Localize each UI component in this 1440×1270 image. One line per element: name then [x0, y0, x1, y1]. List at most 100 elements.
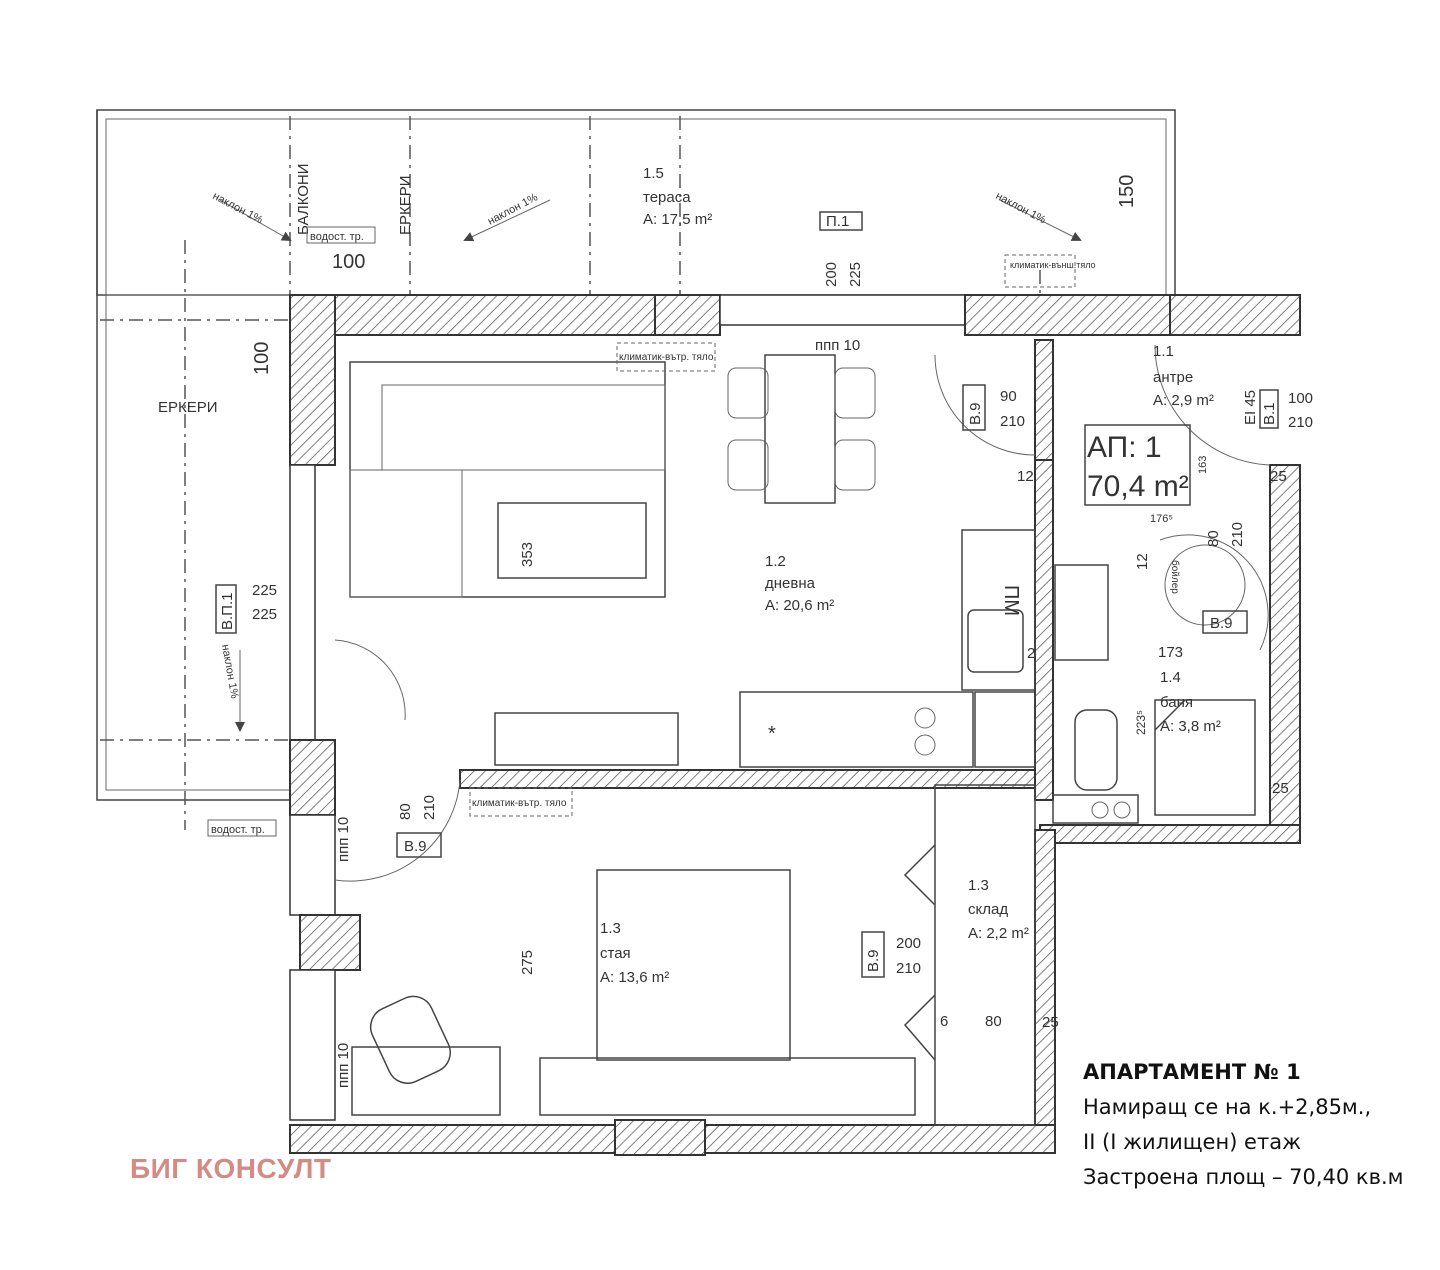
- window-bedroom-2: [289, 969, 336, 1121]
- stove: [974, 691, 1036, 768]
- room-name: дневна: [765, 575, 816, 592]
- slope-label: наклон 1%: [211, 190, 265, 226]
- boiler: [1164, 544, 1246, 626]
- room-labels: 1.5 тераса A: 17,5 m² 1.2 дневна A: 20,6…: [600, 165, 1221, 986]
- drain-label: водост. тр.: [310, 231, 364, 243]
- dim: 176⁵: [1150, 513, 1173, 525]
- shower: [1154, 699, 1256, 816]
- tag-v1: В.1: [1261, 402, 1278, 425]
- storage-room: [934, 784, 1036, 1126]
- dim: 275: [519, 950, 536, 975]
- info-level: Намиращ се на к.+2,85м.,: [1083, 1095, 1372, 1119]
- dim: 100: [1288, 390, 1313, 407]
- bedside-storage: [539, 1057, 916, 1116]
- dim: 12: [1017, 468, 1034, 485]
- dimensions: 150 100 100 200 225 90 210 163 176⁵ 12 1…: [251, 175, 1313, 1031]
- apartment-info: АПАРТАМЕНТ № 1 Намиращ се на к.+2,85м., …: [1083, 1055, 1404, 1195]
- desk: [351, 1046, 501, 1116]
- dim: 210: [896, 960, 921, 977]
- window-terrace: [719, 294, 966, 326]
- room-area: A: 3,8 m²: [1160, 718, 1221, 735]
- room-area: A: 13,6 m²: [600, 969, 669, 986]
- fridge: [961, 529, 1036, 691]
- tag-p1: П.1: [826, 213, 849, 230]
- dim: 353: [519, 542, 536, 567]
- dim: 223⁵: [1134, 710, 1148, 735]
- room-area: A: 2,9 m²: [1153, 392, 1214, 409]
- room-area: A: 2,2 m²: [968, 925, 1029, 942]
- label-balconies: БАЛКОНИ: [295, 163, 312, 235]
- drain-label: водост. тр.: [211, 824, 265, 836]
- room-number: 1.3: [968, 877, 989, 894]
- dim: 210: [1000, 413, 1025, 430]
- tag-v9: В.9: [865, 949, 882, 972]
- apartment-number: АП: 1: [1087, 431, 1162, 464]
- toilet: [1074, 709, 1118, 791]
- room-number: 1.4: [1160, 669, 1181, 686]
- info-title: АПАРТАМЕНТ № 1: [1083, 1060, 1301, 1084]
- window-west: [289, 464, 316, 741]
- dim: 6: [940, 1013, 948, 1030]
- tag-vp1: В.П.1: [219, 593, 236, 630]
- dim: 225: [252, 606, 277, 623]
- dim: 12: [1134, 553, 1151, 570]
- dim: 25: [1042, 1014, 1059, 1031]
- room-area: A: 20,6 m²: [765, 597, 834, 614]
- window-bedroom-1: [289, 814, 336, 916]
- kitchen-sink: [967, 609, 1024, 673]
- ppp-label: ппп 10: [335, 1043, 352, 1088]
- furniture: *: [349, 354, 1256, 1116]
- ac-outdoor-label: климатик-външ.тяло: [1010, 260, 1096, 270]
- dishwasher-symbol: *: [768, 723, 776, 745]
- dim: 25: [1272, 780, 1289, 797]
- slope-label: наклон 1%: [994, 190, 1048, 226]
- dim: 173: [1158, 644, 1183, 661]
- dim: 100: [332, 251, 365, 273]
- apartment-box: АП: 1 70,4 m²: [1084, 424, 1191, 506]
- room-name: антре: [1153, 369, 1193, 386]
- slope-arrow: [463, 199, 551, 242]
- coffee-table: [497, 502, 647, 579]
- room-name: баня: [1160, 694, 1193, 711]
- tag-v9: В.9: [404, 838, 427, 855]
- room-name: склад: [968, 901, 1008, 918]
- tv-unit: [494, 712, 679, 766]
- tag-v9: В.9: [967, 402, 984, 425]
- fire-rating-label: EI 45: [1242, 390, 1259, 425]
- sofa: [349, 361, 666, 598]
- washing-machine: [1052, 794, 1139, 824]
- dim: 210: [421, 795, 438, 820]
- dim: 225: [847, 262, 864, 287]
- dim: 25: [1270, 468, 1287, 485]
- bath-sink: [1054, 564, 1109, 661]
- slope-arrow: [999, 199, 1082, 241]
- room-number: 1.3: [600, 920, 621, 937]
- bed: [596, 869, 791, 1061]
- info-built-area: Застроена площ – 70,40 кв.м: [1083, 1165, 1404, 1189]
- slope-label: наклон 1%: [219, 643, 240, 699]
- room-name: тераса: [643, 189, 691, 206]
- room-number: 1.1: [1153, 343, 1174, 360]
- room-number: 1.2: [765, 553, 786, 570]
- dim: 150: [1116, 175, 1138, 208]
- dim: 210: [1229, 522, 1246, 547]
- tag-v9: В.9: [1210, 615, 1233, 632]
- dim: 80: [1205, 530, 1222, 547]
- label-bay: ЕРКЕРИ: [397, 175, 414, 235]
- dim: 200: [896, 935, 921, 952]
- doors: [334, 344, 1271, 1061]
- chair: [369, 995, 451, 1084]
- dim: 90: [1000, 388, 1017, 405]
- info-floor: II (I жилищен) етаж: [1083, 1130, 1301, 1154]
- slope-label: наклон 1%: [486, 191, 540, 227]
- dim: 200: [823, 262, 840, 287]
- dining-table: [764, 354, 836, 504]
- ppp-label: ппп 10: [815, 337, 860, 354]
- kitchen-counter: [739, 691, 974, 768]
- dim: 225: [252, 582, 277, 599]
- slope-arrow: [219, 199, 292, 241]
- dim: 163: [1197, 456, 1209, 474]
- walls: [289, 294, 1301, 1156]
- apartment-area: 70,4 m²: [1087, 470, 1189, 503]
